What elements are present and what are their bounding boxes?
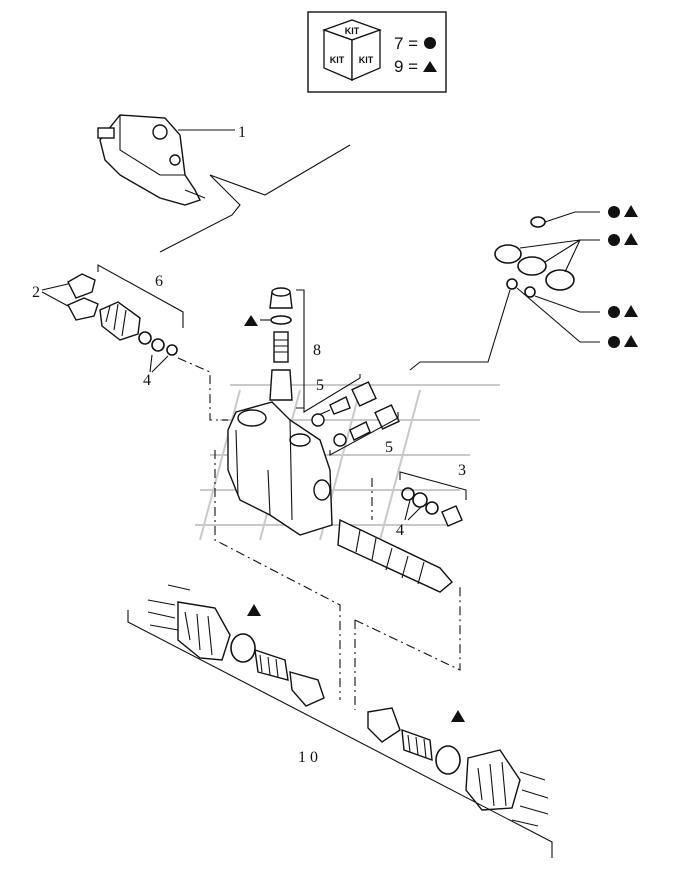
leader-2: [41, 283, 69, 307]
callout-5b: 5: [385, 439, 393, 456]
callout-3: 3: [458, 462, 466, 479]
legend-row-9: 9 =: [394, 57, 418, 76]
valve-body-section: [227, 401, 333, 536]
bracket-5-upper: [303, 374, 361, 413]
callout-8: 8: [313, 342, 321, 359]
relief-valve-part-8: [269, 287, 293, 401]
bracket-10: [127, 610, 553, 858]
spool: [337, 518, 453, 593]
triangle-icon: [624, 335, 638, 347]
bracket-8: [296, 289, 305, 409]
end-cover-right: [367, 707, 549, 827]
circle-icon: [608, 206, 620, 218]
triangle-icon: [451, 710, 465, 722]
kit-label-left: KIT: [330, 55, 345, 65]
callout-2: 2: [32, 284, 40, 301]
bracket-6: [97, 264, 184, 328]
bracket-5-lower: [329, 412, 399, 456]
assembly-path-lower-right: [354, 585, 461, 671]
circle-icon: [424, 37, 436, 49]
circle-icon: [608, 336, 620, 348]
callout-4b: 4: [396, 522, 404, 539]
assembly-path-left: [177, 357, 228, 421]
triangle-icon: [624, 205, 638, 217]
kit-label-right: KIT: [359, 55, 374, 65]
leader-4a: [149, 354, 169, 373]
circle-icon: [608, 234, 620, 246]
callout-6: 6: [155, 273, 163, 290]
triangle-icon: [624, 233, 638, 245]
clamp-part-2: [67, 273, 99, 321]
triangle-icon: [624, 305, 638, 317]
break-line: [159, 144, 351, 253]
spool-end-part-6: [99, 301, 178, 356]
kit-legend: KIT KIT KIT 7 = 9 =: [307, 11, 447, 93]
spool-cap-part-3: [401, 487, 463, 527]
legend-row-7: 7 =: [394, 34, 418, 53]
callout-1: 1: [238, 124, 246, 141]
valve-assembly-part-1: [97, 114, 206, 206]
kit-label-top: KIT: [345, 26, 360, 36]
leader-4b: [404, 499, 423, 521]
triangle-icon: [244, 315, 258, 326]
bracket-3: [399, 471, 467, 500]
callout-10: 1 0: [298, 749, 318, 766]
callout-5a: 5: [316, 377, 324, 394]
check-plug-part-5-upper: [311, 381, 400, 447]
kit-box-icon: KIT KIT KIT: [322, 19, 382, 81]
circle-icon: [608, 306, 620, 318]
triangle-icon: [423, 61, 437, 72]
callout-4a: 4: [143, 372, 151, 389]
assembly-path-lower-left: [214, 450, 341, 700]
seal-kit-rings: [494, 216, 575, 298]
end-cover-left: [147, 584, 325, 707]
triangle-icon: [247, 604, 261, 616]
seal-kit-leaders: [409, 211, 600, 371]
